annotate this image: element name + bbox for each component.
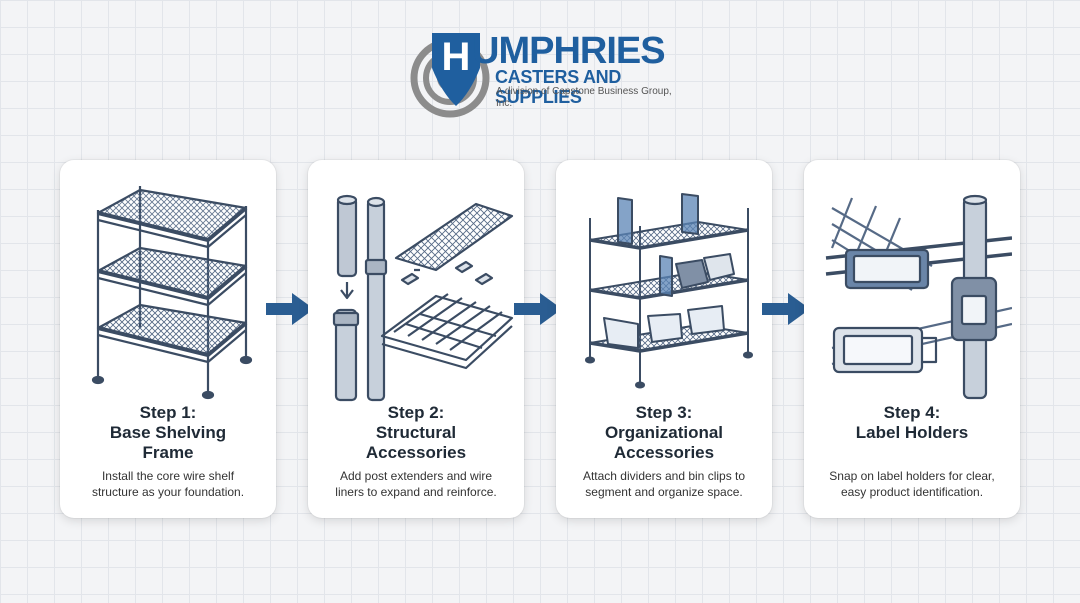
step-title: Step 4: Label Holders bbox=[855, 403, 969, 442]
company-logo: H UMPHRIES CASTERS AND SUPPLIES A divisi… bbox=[410, 28, 685, 118]
step-card-2: Step 2: Structural Accessories Add post … bbox=[308, 160, 524, 518]
step-title: Step 2: Structural Accessories bbox=[365, 403, 467, 462]
label-holder-icon bbox=[825, 194, 1012, 400]
step-title: Step 1: Base Shelving Frame bbox=[109, 403, 227, 462]
step-card-1: Step 1: Base Shelving Frame Install the … bbox=[60, 160, 276, 518]
arrow-right-icon bbox=[762, 293, 810, 325]
logo-division-text: A division of Capstone Business Group, I… bbox=[496, 86, 672, 109]
step-card-4: Step 4: Label Holders Snap on label hold… bbox=[804, 160, 1020, 518]
step-card-3: Step 3: Organizational Accessories Attac… bbox=[556, 160, 772, 518]
arrow-right-icon bbox=[514, 293, 562, 325]
step-description: Install the core wire shelf structure as… bbox=[91, 469, 245, 499]
arrow-right-icon bbox=[266, 293, 314, 325]
step-description: Attach dividers and bin clips to segment… bbox=[582, 469, 746, 499]
step-description: Add post extenders and wire liners to ex… bbox=[335, 469, 497, 499]
step-description: Snap on label holders for clear, easy pr… bbox=[829, 469, 995, 499]
divider-bin-icon bbox=[585, 193, 753, 389]
logo-mark-icon: H bbox=[410, 33, 490, 118]
logo-title: UMPHRIES bbox=[472, 30, 666, 72]
logo-letter: H bbox=[442, 35, 471, 79]
logo-subtitle: CASTERS AND SUPPLIES bbox=[495, 67, 622, 107]
step-title: Step 3: Organizational Accessories bbox=[604, 403, 724, 462]
post-extender-icon bbox=[332, 194, 514, 402]
wire-shelf-icon bbox=[91, 186, 253, 400]
